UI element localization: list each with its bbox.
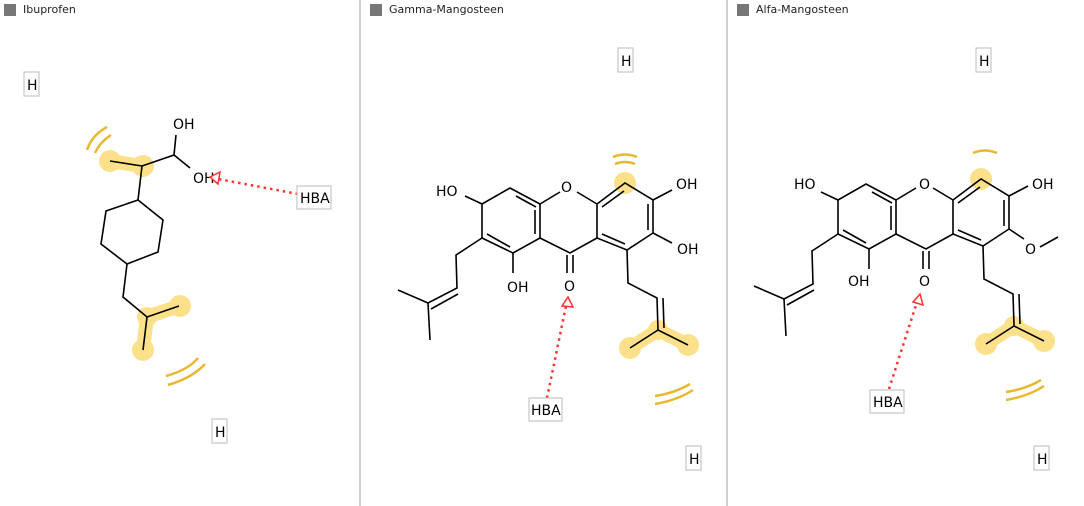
hydrophobic-label: H xyxy=(215,425,226,441)
hydrophobic-label: H xyxy=(1037,452,1048,468)
atom-label-o: O xyxy=(564,279,575,295)
atom-label-ho: HO xyxy=(436,184,458,200)
atom-label-oh: OH xyxy=(193,171,215,187)
hba-label: HBA xyxy=(873,395,903,411)
atom-label-oh: OH xyxy=(1032,177,1054,193)
arrow-head-icon xyxy=(911,292,925,307)
atom-label-o: O xyxy=(919,177,930,193)
legend-square-icon xyxy=(370,3,382,16)
alfa-mangosteen-molecule: HO O OH O OH O HBA H H xyxy=(753,47,1059,471)
atom-label-oh: OH xyxy=(848,274,870,290)
panel-header-gamma: Gamma-Mangosteen xyxy=(370,3,504,16)
hba-label: HBA xyxy=(531,403,561,419)
gamma-mangosteen-molecule: HO O OH O OH OH HBA H H xyxy=(397,47,702,471)
hydrophobic-label: H xyxy=(27,78,38,94)
panel-title: Alfa-Mangosteen xyxy=(756,3,849,16)
panel-title: Ibuprofen xyxy=(23,3,76,16)
arrow-head-icon xyxy=(560,295,575,308)
atom-label-o: O xyxy=(561,180,572,196)
panel-divider xyxy=(726,0,728,506)
atom-label-oh: OH xyxy=(677,242,699,258)
panel-divider xyxy=(359,0,361,506)
legend-square-icon xyxy=(4,3,16,16)
hba-arrow xyxy=(217,177,299,196)
hydrophobic-label: H xyxy=(621,54,632,70)
atom-label-oh: OH xyxy=(507,280,529,296)
hydrophobic-label: H xyxy=(689,452,700,468)
atom-label-ho: HO xyxy=(794,177,816,193)
panel-header-alfa: Alfa-Mangosteen xyxy=(737,3,849,16)
atom-label-o: O xyxy=(919,274,930,290)
ibuprofen-molecule: OH OH HBA H H xyxy=(23,71,332,444)
atom-label-o: O xyxy=(1025,242,1036,258)
legend-square-icon xyxy=(737,3,749,16)
hydrophobic-label: H xyxy=(979,54,990,70)
panel-title: Gamma-Mangosteen xyxy=(389,3,504,16)
hba-label: HBA xyxy=(300,191,330,207)
atom-label-oh: OH xyxy=(173,117,195,133)
panel-header-ibuprofen: Ibuprofen xyxy=(4,3,76,16)
atom-label-oh: OH xyxy=(676,177,698,193)
arrow-head-icon xyxy=(208,170,221,186)
